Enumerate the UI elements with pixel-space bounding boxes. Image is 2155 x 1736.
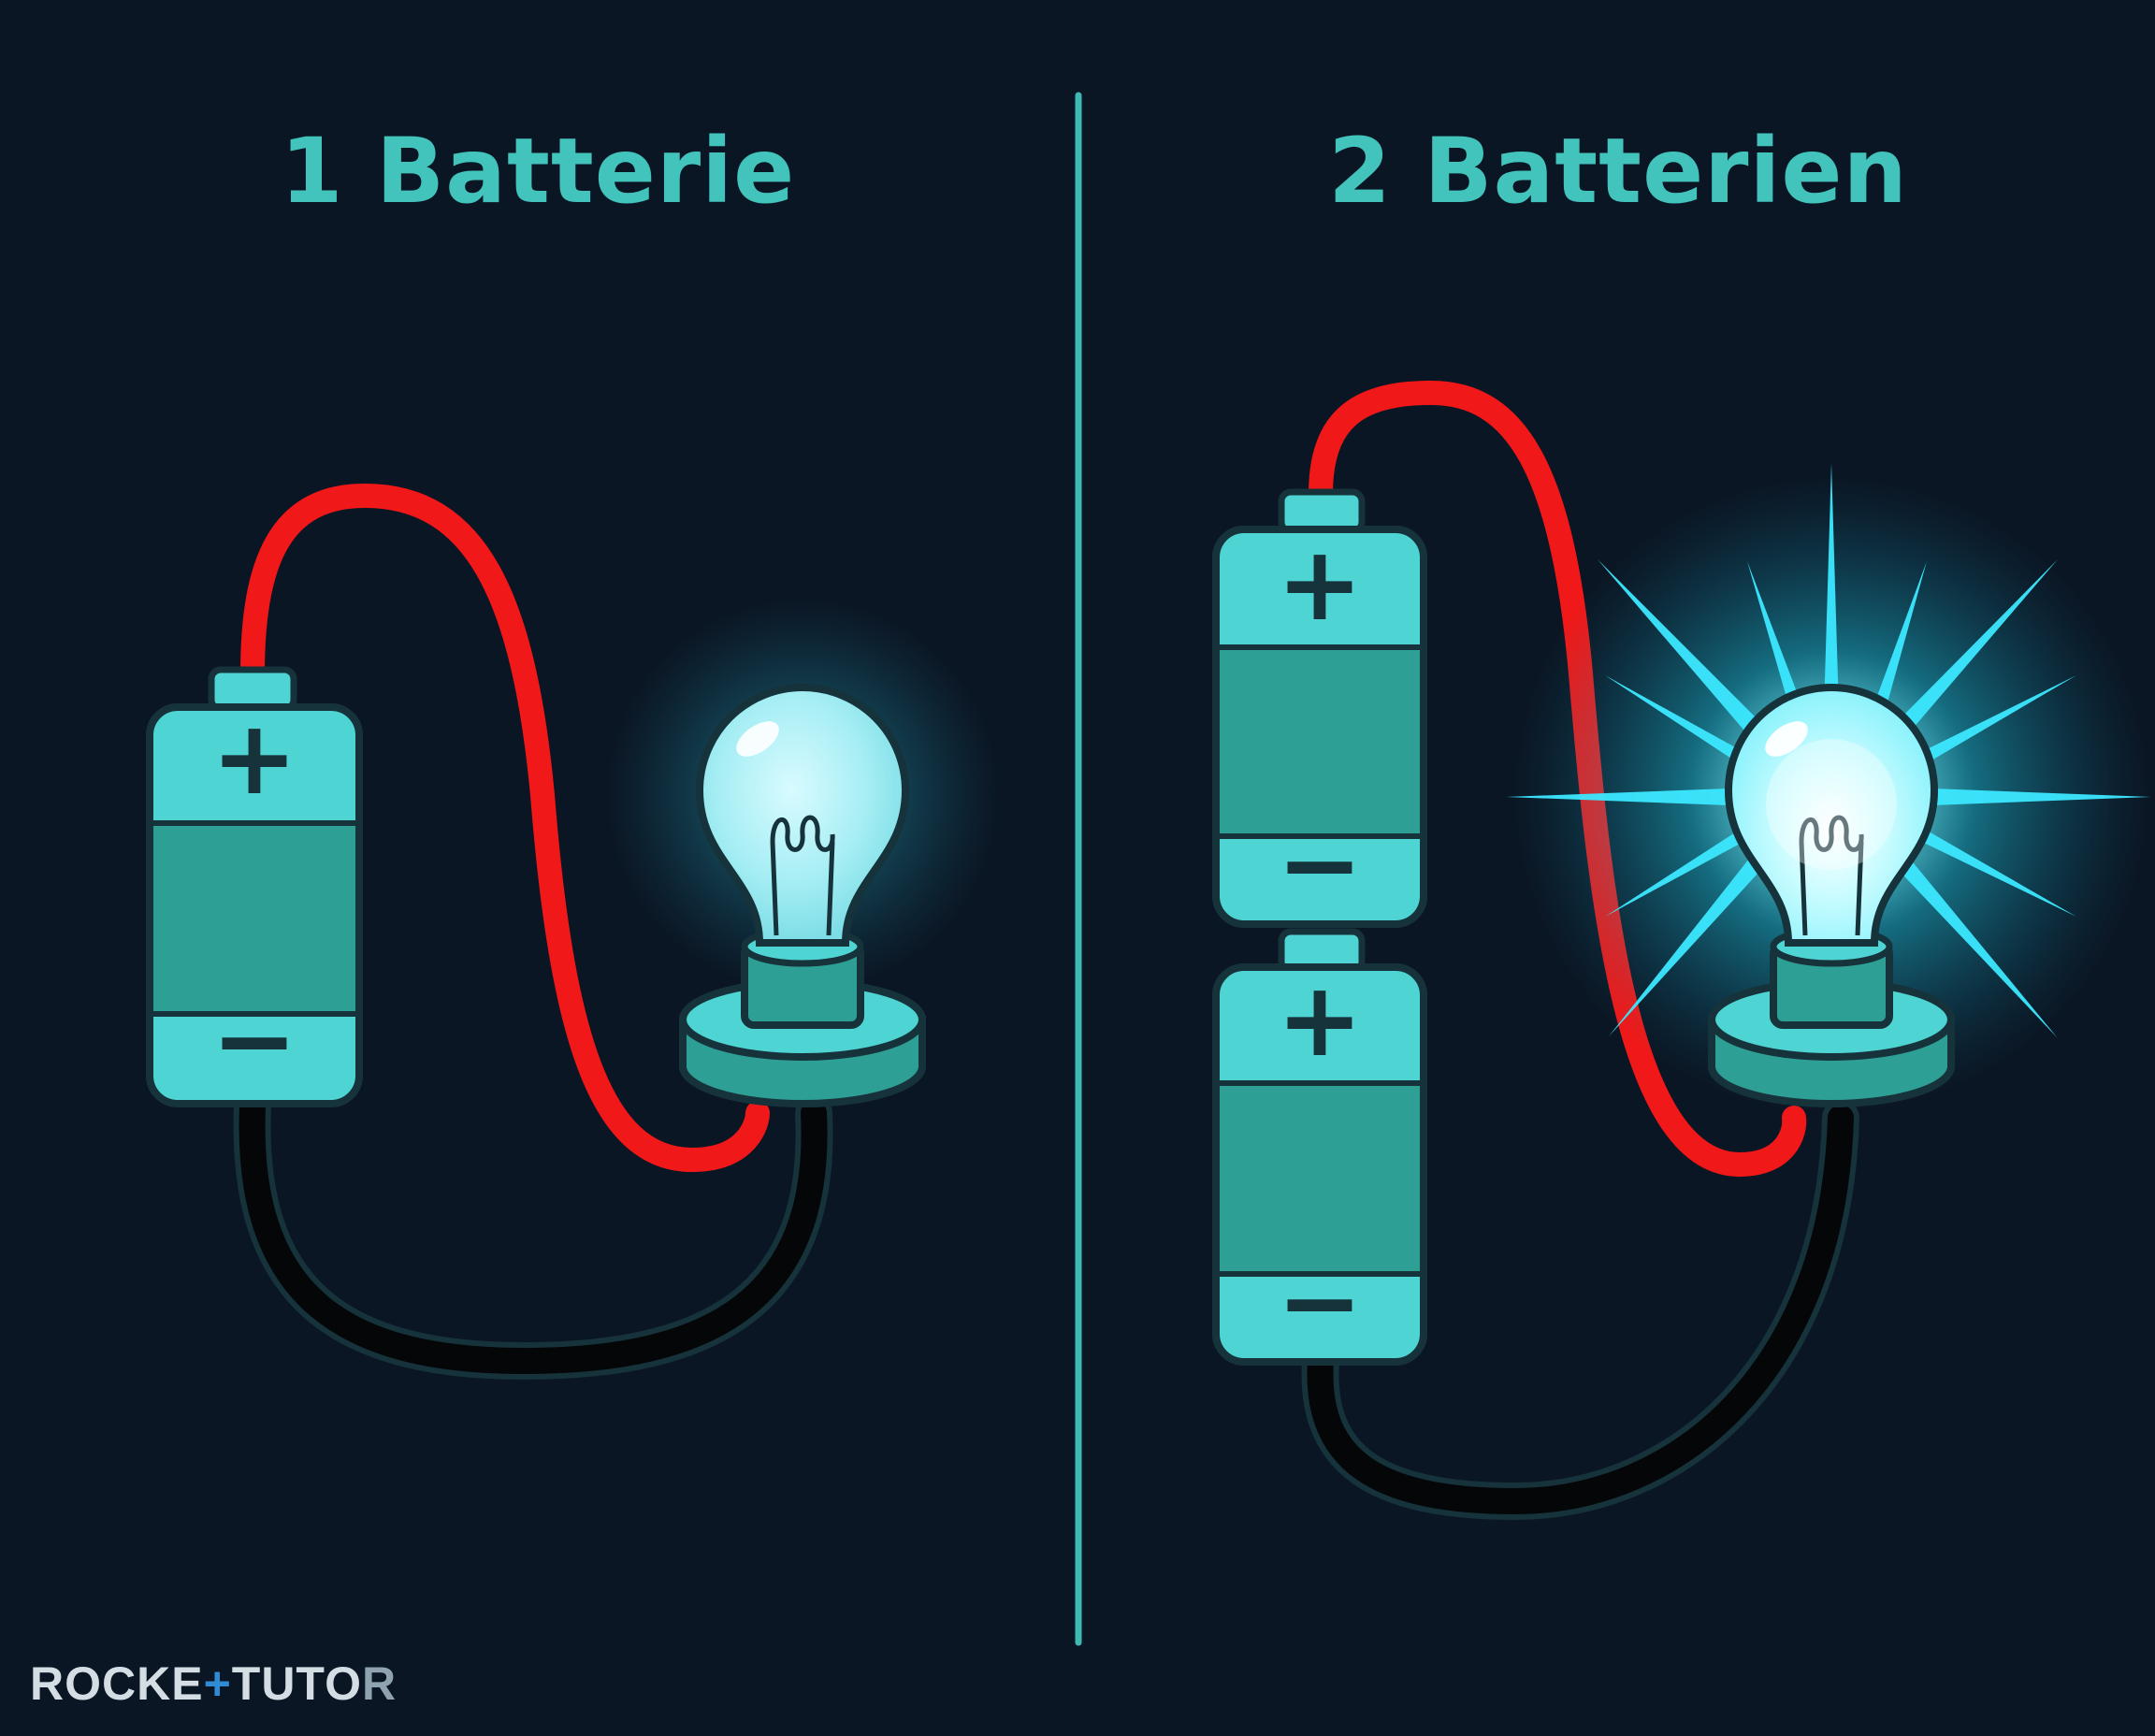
logo-text-part1: ROCKE	[30, 1657, 204, 1710]
rocketutor-logo: ROCKE+TUTOR	[30, 1656, 397, 1712]
light-bulb	[1708, 684, 1955, 1107]
light-rays	[1506, 463, 2151, 1038]
right-circuit: + − + −	[1212, 380, 2151, 1521]
left-circuit: + −	[146, 483, 999, 1381]
light-bulb	[679, 684, 926, 1107]
minus-sign: −	[211, 980, 297, 1100]
battery-top: + −	[1212, 488, 1427, 928]
plus-sign: +	[211, 698, 297, 817]
battery-bottom: + −	[1212, 928, 1427, 1366]
minus-sign: −	[1277, 804, 1363, 924]
plus-sign: +	[1277, 960, 1363, 1079]
title-two-batteries: 2 Batterien	[1328, 119, 1908, 224]
logo-text-part2: TUTO	[231, 1657, 362, 1710]
positive-wire	[240, 483, 770, 1173]
logo-cross: +	[203, 1657, 232, 1710]
logo-text-part3: R	[361, 1657, 398, 1710]
battery: + −	[146, 666, 363, 1107]
title-one-battery: 1 Batterie	[280, 119, 796, 224]
minus-sign: −	[1277, 1242, 1363, 1362]
plus-sign: +	[1277, 524, 1363, 644]
